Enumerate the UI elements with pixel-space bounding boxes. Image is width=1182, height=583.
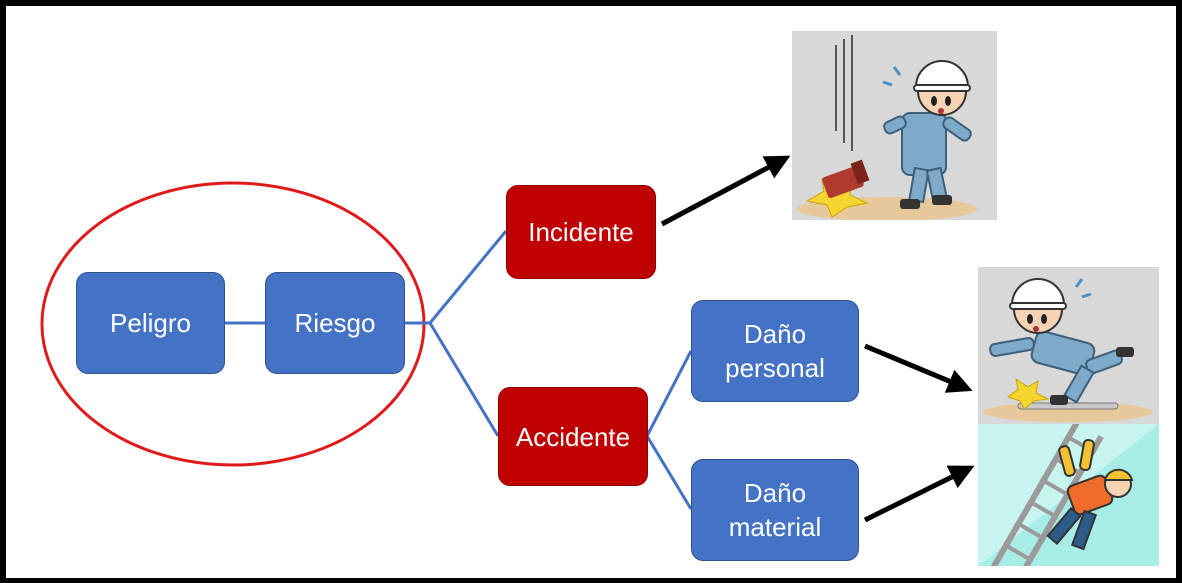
- riesgo-node: Riesgo: [265, 272, 405, 374]
- peligro-label: Peligro: [110, 308, 191, 338]
- accidente-label: Accidente: [515, 421, 631, 452]
- riesgo-incidente-connector: [428, 230, 508, 324]
- dano-material-label: Daño material: [728, 478, 822, 542]
- peligro-node: Peligro: [76, 272, 225, 374]
- ladder-fall-worker-illustration: [978, 424, 1159, 566]
- dano-personal-label: Daño personal: [725, 319, 825, 383]
- riesgo-accidente-connector: [428, 322, 500, 437]
- dano-personal-arrow: [864, 343, 973, 393]
- accidente-dano-personal-connector: [645, 350, 693, 437]
- dano-material-node: Daño material: [691, 459, 859, 561]
- dano-material-arrow: [863, 465, 975, 523]
- accidente-dano-material-connector: [645, 435, 693, 510]
- accidente-node: Accidente: [498, 387, 648, 486]
- incidente-node: Incidente: [506, 185, 656, 279]
- incidente-arrow: [660, 155, 791, 227]
- incidente-label: Incidente: [528, 217, 634, 247]
- dano-personal-node: Daño personal: [691, 300, 859, 402]
- riesgo-label: Riesgo: [294, 308, 376, 338]
- falling-tool-worker-illustration: [792, 31, 997, 220]
- tripping-worker-illustration: [978, 267, 1159, 424]
